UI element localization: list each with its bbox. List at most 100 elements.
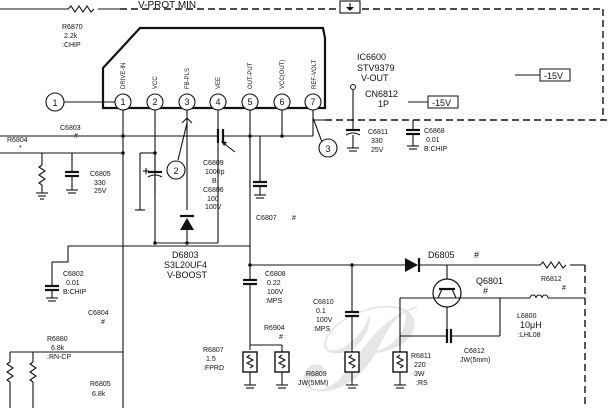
- r6807-ref: R6807: [203, 347, 224, 354]
- c6868-value: 0.01: [426, 137, 440, 144]
- c6809-ref: C6809: [203, 160, 224, 167]
- r6809-ref: R6809: [306, 371, 327, 378]
- l6800-ref: L6800: [517, 313, 537, 320]
- c6810: [345, 265, 359, 352]
- r6807-type: :FPRD: [203, 365, 224, 372]
- c6812-value: JW(5mm): [460, 357, 490, 364]
- c6868: [406, 120, 420, 150]
- r6807-value: 1.5: [206, 356, 216, 363]
- c6868-ref: C6868: [424, 128, 445, 135]
- ic-pins: [114, 93, 322, 111]
- c6805-rating: 25V: [94, 188, 107, 195]
- r6880: [6, 352, 37, 408]
- r6904-value: #: [279, 334, 283, 341]
- q6801: [400, 265, 530, 330]
- r6812-value: #: [562, 285, 566, 292]
- c6804-ref: C6804: [88, 310, 109, 317]
- c6802-ref: C6802: [63, 271, 84, 278]
- c6810-value: 0.1: [316, 308, 326, 315]
- pin-7-label: REF-VOLT: [312, 59, 318, 89]
- r6811: [344, 298, 408, 389]
- r6805-ref: R6805: [90, 381, 111, 388]
- c6805: [65, 153, 79, 194]
- r6804: [36, 153, 48, 200]
- c6810-ref: C6810: [313, 299, 334, 306]
- c6809-value: 1000p: [205, 169, 225, 176]
- d6803: [153, 195, 218, 245]
- callout-2: 2: [173, 166, 178, 176]
- c6806: [143, 153, 163, 195]
- c6809-rating: B: [212, 178, 217, 185]
- pin-2-label: VCC: [153, 76, 159, 89]
- pin-6-label: VCC(OUT): [280, 60, 286, 89]
- r6804-value: *: [19, 145, 22, 152]
- c6811-rating: 25V: [371, 147, 384, 154]
- q6801-ref: Q6801: [476, 276, 503, 286]
- c6805-value: 330: [94, 180, 106, 187]
- d6803-ref: D6803: [172, 250, 199, 260]
- l6800-value: 10μH: [520, 320, 542, 330]
- c6808-ref: C6808: [265, 271, 286, 278]
- ic-ref: IC6600: [357, 52, 386, 62]
- c6802-rating: B:CHIP: [63, 289, 87, 296]
- c6805-ref: C6805: [90, 171, 111, 178]
- c6811-ref: C6811: [368, 129, 388, 136]
- r6805-value: 6.8k: [92, 391, 106, 398]
- c6810-type: :MPS: [313, 326, 330, 333]
- r6904: [274, 351, 290, 389]
- pin-4-label: VEE: [216, 77, 222, 89]
- d6805: [405, 258, 585, 272]
- connector-ref: CN6812: [365, 89, 398, 99]
- callout-2-circle: [166, 160, 186, 180]
- callout-3: 3: [325, 144, 330, 154]
- d6805-ref: D6805: [428, 250, 455, 260]
- c6802-value: 0.01: [66, 280, 80, 287]
- pin-5-label: OUT-PUT: [248, 62, 254, 89]
- ic-function: V-OUT: [361, 73, 389, 83]
- r6811-ref: R6811: [411, 353, 431, 360]
- r6811-type: :RS: [416, 380, 428, 387]
- c6806-ref: C6806: [203, 187, 224, 194]
- ic-body: [101, 26, 327, 110]
- pin-7-num: 7: [310, 97, 315, 107]
- c6810-rating: 100V: [316, 317, 333, 324]
- pin-3-num: 3: [184, 97, 189, 107]
- pin-6-num: 6: [279, 97, 284, 107]
- connector-terminal: [350, 84, 356, 90]
- c6807-value: #: [292, 215, 296, 222]
- c6807-ref: C6807: [256, 215, 277, 222]
- pin-3-label: FB-PLS: [185, 68, 191, 89]
- r6870-value: 2.2k: [64, 33, 78, 40]
- top-rail-label: V-PROT MIN: [138, 0, 196, 11]
- pin-1-label: DRIVE-IN: [121, 63, 127, 89]
- r6880-value: 6.8k: [51, 345, 65, 352]
- r6870-type: :CHIP: [62, 42, 81, 49]
- c6808-value: 0.22: [267, 280, 281, 287]
- c6802: [45, 261, 68, 302]
- ic-part: STV9379: [357, 63, 395, 73]
- r6807: [242, 351, 258, 389]
- r6809-value: JW(5MM): [298, 380, 328, 387]
- r6880-ref: R6880: [47, 336, 68, 343]
- c6807: [253, 136, 267, 199]
- callout-1: 1: [52, 98, 57, 108]
- d6805-value: #: [474, 250, 479, 260]
- r6812-ref: R6812: [541, 276, 562, 283]
- c6803-value: #: [74, 133, 78, 140]
- r6811-value: 220: [414, 362, 426, 369]
- c6808-type: :MPS: [265, 298, 282, 305]
- q6801-value: #: [483, 286, 488, 296]
- r6870-ref: R6870: [62, 24, 83, 31]
- c6806-rating: 100V: [205, 204, 222, 211]
- c6868-rating: B:CHIP: [424, 146, 448, 153]
- r6904-ref: R6904: [264, 325, 285, 332]
- connector-pin: 1P: [378, 99, 389, 109]
- c6811: [345, 120, 361, 152]
- d6803-part: S3L20UF4: [164, 260, 207, 270]
- l6800-type: :LHL08: [518, 332, 541, 339]
- c6803-ref: C6803: [60, 125, 81, 132]
- supply-neg15-right: -15V: [544, 71, 563, 81]
- callout-1-circle: [45, 92, 65, 112]
